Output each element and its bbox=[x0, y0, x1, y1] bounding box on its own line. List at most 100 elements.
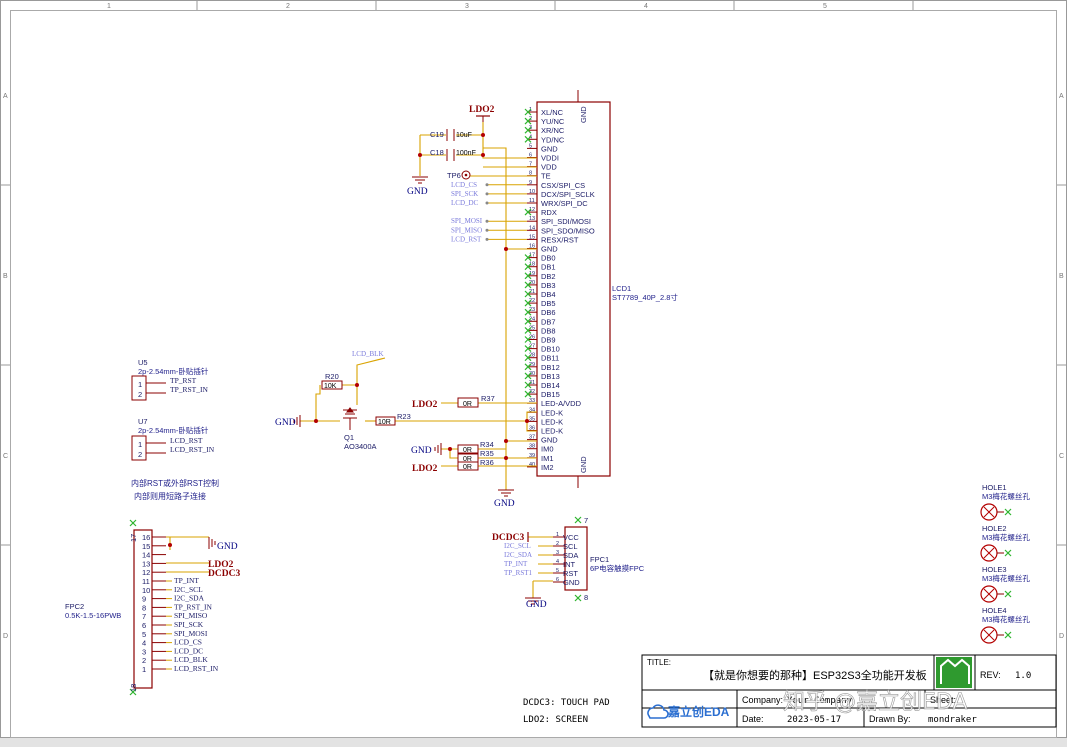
no-connect-icon bbox=[524, 381, 532, 389]
lcd1-gnd-bottom: GND bbox=[579, 456, 588, 473]
c19-value: 10uF bbox=[456, 132, 472, 139]
fpc1-corner: 7 bbox=[584, 516, 588, 525]
lcd-net-label: LCD_CS bbox=[451, 181, 477, 189]
gnd-label-q1: GND bbox=[275, 418, 296, 428]
lcd1-pin-name: YU/NC bbox=[541, 117, 565, 126]
sheet-label: Sheet: bbox=[930, 695, 956, 705]
lcd1-pin-name: LED-A/VDD bbox=[541, 399, 582, 408]
rev-label: REV: bbox=[980, 670, 1001, 680]
lcd1-pin-number: 39 bbox=[529, 453, 535, 459]
lcd1-pin-name: RESX/RST bbox=[541, 235, 579, 244]
mosfet-q1[interactable] bbox=[343, 407, 357, 430]
q1-value: AO3400A bbox=[344, 442, 377, 451]
r37-value: 0R bbox=[463, 401, 472, 408]
u7-value: 2p-2.54mm-卧贴插针 bbox=[138, 425, 209, 435]
lcd1-pin-name: DB11 bbox=[541, 354, 559, 363]
lcd1-pin-name: IM1 bbox=[541, 454, 554, 463]
cap-c18[interactable] bbox=[446, 149, 455, 161]
power-gnd-lcd-bottom bbox=[498, 489, 514, 497]
lcd1-pin-number: 30 bbox=[529, 371, 535, 377]
lcd1-pin-name: DB7 bbox=[541, 317, 556, 326]
lcd-net-label: SPI_MOSI bbox=[451, 217, 483, 225]
header-u7[interactable]: 1 2 bbox=[131, 435, 166, 461]
fpc1-pin-name: RST bbox=[563, 569, 578, 578]
lcd1-pin-number: 18 bbox=[529, 262, 535, 268]
power-gnd-fpc1 bbox=[525, 597, 541, 605]
header-u5[interactable]: 1 2 bbox=[131, 375, 166, 401]
frame-col-1: 1 bbox=[107, 3, 111, 10]
lcd1-pin-name: DB3 bbox=[541, 281, 556, 290]
fpc2-net-label: SPI_MOSI bbox=[174, 629, 208, 638]
hole-value: M3梅花螺丝孔 bbox=[982, 491, 1030, 501]
r34-ref: R34 bbox=[480, 440, 494, 449]
no-connect-icon bbox=[524, 290, 532, 298]
lcd1-symbol[interactable]: XL/NC1YU/NC2XR/NC3YD/NC4GND5VDDI6VDD7TE8… bbox=[524, 101, 678, 477]
no-connect-icon bbox=[524, 390, 532, 398]
lcd1-pin-name: DB4 bbox=[541, 290, 556, 299]
u5-value: 2p-2.54mm-卧贴插针 bbox=[138, 366, 209, 376]
frame-col-3: 3 bbox=[465, 3, 469, 10]
fpc2-pin-number: 6 bbox=[142, 621, 146, 630]
lcd1-pin-number: 7 bbox=[529, 162, 532, 168]
fpc1-corner-bottom: 8 bbox=[584, 593, 588, 602]
r36-ref: R36 bbox=[480, 458, 494, 467]
r37-ref: R37 bbox=[481, 394, 495, 403]
lcd1-pin-name: GND bbox=[541, 144, 558, 153]
fpc2-corner-bottom: 18 bbox=[129, 684, 138, 692]
rev-value: 1.0 bbox=[1015, 671, 1031, 681]
lcd1-pin-name: DB15 bbox=[541, 390, 560, 399]
power-gnd-r34 bbox=[434, 443, 442, 455]
no-connect-icon bbox=[524, 135, 532, 143]
lcd1-pin-number: 35 bbox=[529, 416, 535, 422]
no-connect-icon bbox=[524, 336, 532, 343]
u5-net1: TP_RST bbox=[170, 376, 197, 385]
lcd1-pin-number: 33 bbox=[529, 398, 535, 404]
testpoint-tp6[interactable] bbox=[461, 170, 471, 180]
scroll-strip bbox=[0, 738, 1067, 747]
fpc1-pin-number: 6 bbox=[556, 577, 559, 583]
fpc2-pin-number: 15 bbox=[142, 542, 150, 551]
fpc1-net-label: I2C_SCL bbox=[504, 542, 531, 550]
frame-col-4: 4 bbox=[644, 3, 648, 10]
mount-hole-icon bbox=[980, 585, 1004, 603]
gnd-label-fpc1: GND bbox=[526, 600, 547, 610]
resistor-r36[interactable]: 0R bbox=[457, 461, 479, 471]
no-connect-icon bbox=[524, 299, 532, 307]
lcd1-pin-name: IM2 bbox=[541, 463, 554, 472]
r23-ref: R23 bbox=[397, 412, 411, 421]
r20-value: 10K bbox=[324, 383, 337, 390]
resistor-r34[interactable]: 0R bbox=[457, 444, 479, 454]
fpc2-pin-number: 9 bbox=[142, 595, 146, 604]
lcd1-pin-number: 38 bbox=[529, 444, 535, 450]
fpc1-pin-number: 3 bbox=[556, 550, 559, 556]
power-gnd-q1 bbox=[293, 415, 301, 427]
no-connect-icon bbox=[129, 688, 137, 696]
mount-holes: HOLE1M3梅花螺丝孔HOLE2M3梅花螺丝孔HOLE3M3梅花螺丝孔HOLE… bbox=[980, 483, 1030, 644]
lcd1-pin-name: TE bbox=[541, 172, 551, 181]
frame-row-c-right: C bbox=[1059, 453, 1064, 460]
net-dot bbox=[485, 219, 489, 223]
hole-ref: HOLE4 bbox=[982, 606, 1007, 615]
no-connect-icon bbox=[1004, 549, 1012, 557]
resistor-r37[interactable]: 0R bbox=[457, 397, 479, 408]
hole-ref: HOLE1 bbox=[982, 483, 1007, 492]
mount-hole-icon bbox=[980, 626, 1004, 644]
lcd1-pin-name: DB10 bbox=[541, 345, 560, 354]
lcd1-pin-name: DB14 bbox=[541, 381, 560, 390]
lcd1-pin-name: XL/NC bbox=[541, 108, 564, 117]
fpc1-value: 6P电容触摸FPC bbox=[590, 563, 645, 573]
jlc-logo-icon bbox=[936, 657, 972, 688]
resistor-r23[interactable]: 10R bbox=[375, 416, 396, 426]
fpc2-net-label: LCD_RST_IN bbox=[174, 664, 219, 673]
frame-row-a-right: A bbox=[1059, 93, 1064, 100]
lcd1-pin-number: 13 bbox=[529, 216, 535, 222]
no-connect-icon bbox=[524, 126, 532, 134]
fpc2-net-label: SPI_SCK bbox=[174, 620, 204, 629]
cap-c19[interactable] bbox=[446, 129, 455, 141]
resistor-r20[interactable]: 10K bbox=[321, 380, 343, 390]
lcd1-pin-name: DB13 bbox=[541, 372, 560, 381]
fpc1-net-label: TP_INT bbox=[504, 560, 528, 568]
